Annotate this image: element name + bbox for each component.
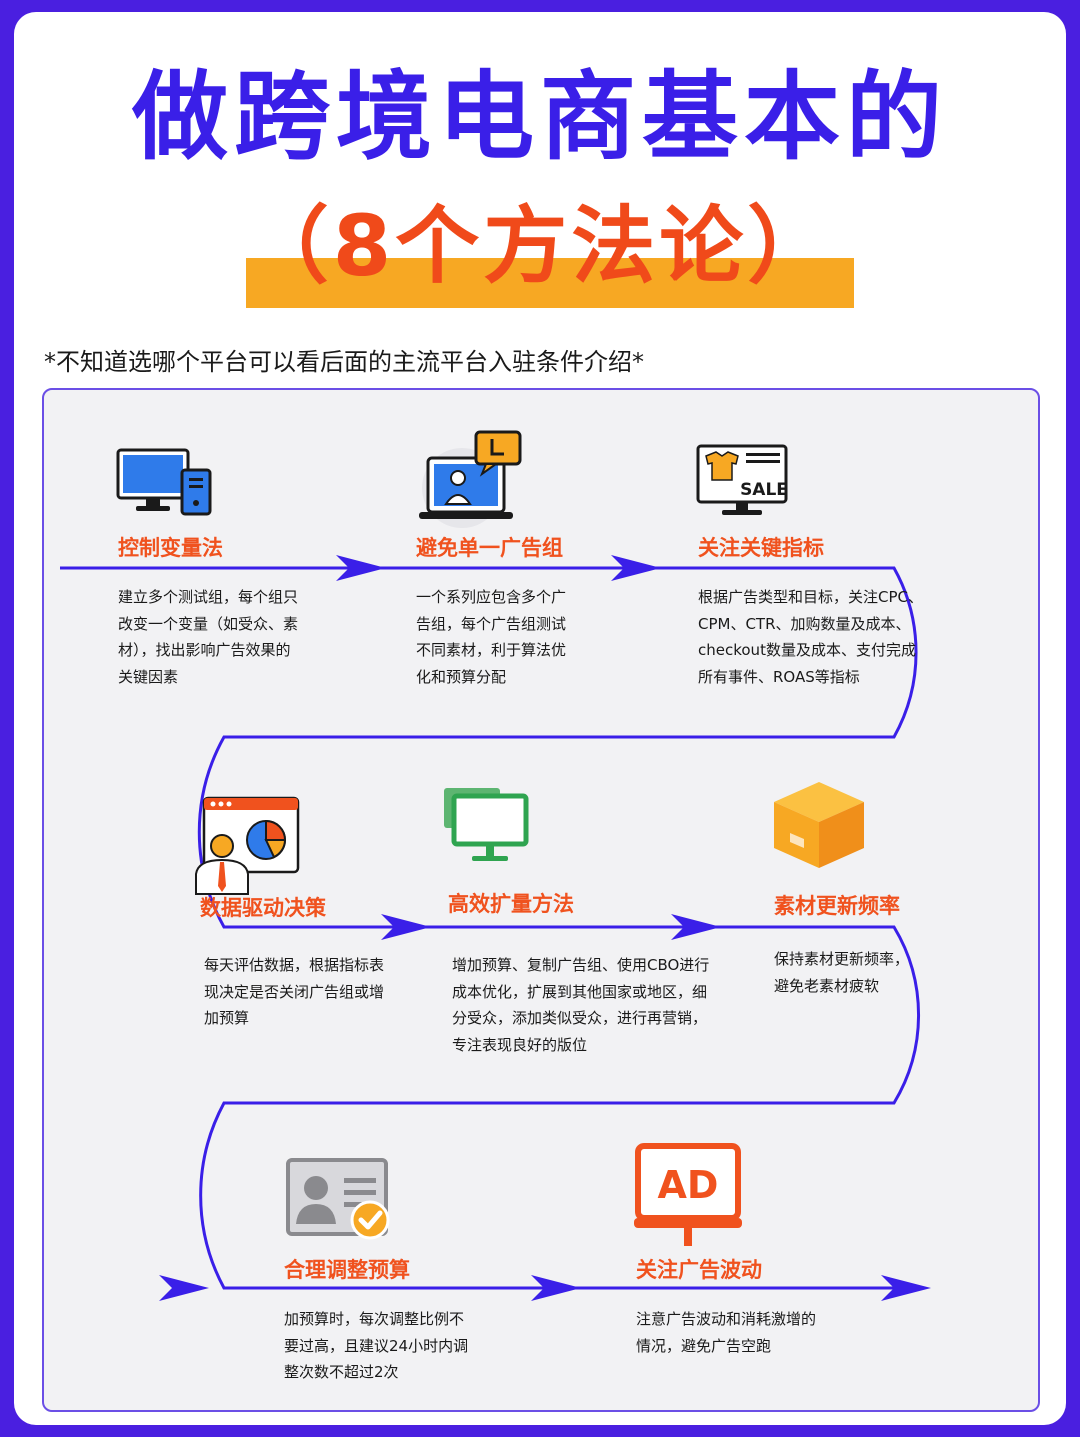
flow-arrow — [671, 914, 721, 940]
flow-arrow — [159, 1275, 209, 1301]
flow-arrow — [531, 1275, 581, 1301]
step-title-key-metrics: 关注关键指标 — [698, 536, 824, 560]
page-title: 做跨境电商基本的 — [132, 61, 948, 173]
ad-board-icon: AD — [634, 1143, 742, 1246]
step-title-data-driven: 数据驱动决策 — [200, 896, 326, 920]
poster-card: 做跨境电商基本的 （8个方法论） *不知道选哪个平台可以看后面的主流平台入驻条件… — [14, 12, 1066, 1425]
id-card-check-icon — [286, 1158, 390, 1240]
page-subtitle: （8个方法论） — [244, 197, 836, 295]
step-title-scaling: 高效扩量方法 — [448, 892, 574, 916]
step-title-ad-fluctuation: 关注广告波动 — [636, 1258, 762, 1282]
flow-path — [60, 555, 931, 1301]
computer-icon — [116, 448, 212, 516]
step-desc-creative-refresh: 保持素材更新频率， 避免老素材疲软 — [774, 950, 910, 995]
step-title-budget-adjust: 合理调整预算 — [284, 1258, 410, 1282]
presenter-chart-icon — [195, 796, 300, 895]
flow-arrow — [881, 1275, 931, 1301]
step-title-creative-refresh: 素材更新频率 — [774, 894, 900, 918]
flow-arrow — [381, 914, 431, 940]
monitor-icon — [444, 788, 529, 861]
step-desc-ad-fluctuation: 注意广告波动和消耗激增的 情况，避免广告空跑 — [636, 1310, 817, 1355]
step-desc-avoid-single-adset: 一个系列应包含多个广 告组，每个广告组测试 不同素材，利于算法优 化和预算分配 — [416, 588, 567, 686]
step-desc-budget-adjust: 加预算时，每次调整比例不 要过高，且建议24小时内调 整次数不超过2次 — [284, 1310, 469, 1381]
step-title-control-variables: 控制变量法 — [118, 536, 223, 560]
step-desc-data-driven: 每天评估数据，根据指标表 现决定是否关闭广告组或增 加预算 — [204, 956, 385, 1027]
methods-panel: SALE — [42, 388, 1040, 1412]
sale-monitor-icon: SALE — [696, 444, 788, 515]
ad-text: AD — [658, 1163, 719, 1207]
subtitle-highlight — [246, 258, 854, 308]
flow-arrow — [336, 555, 386, 581]
step-desc-key-metrics: 根据广告类型和目标，关注CPC、 CPM、CTR、加购数量及成本、 checko… — [698, 588, 923, 686]
box-icon — [774, 782, 864, 868]
step-title-avoid-single-adset: 避免单一广告组 — [416, 536, 563, 560]
step-desc-scaling: 增加预算、复制广告组、使用CBO进行 成本优化，扩展到其他国家或地区，细 分受众… — [452, 956, 710, 1054]
flow-arrow — [611, 555, 661, 581]
platform-note: *不知道选哪个平台可以看后面的主流平台入驻条件介绍* — [44, 348, 644, 376]
sale-text: SALE — [740, 480, 788, 500]
laptop-chat-icon — [419, 430, 522, 528]
step-desc-control-variables: 建立多个测试组，每个组只 改变一个变量（如受众、素 材），找出影响广告效果的 关… — [118, 588, 299, 686]
